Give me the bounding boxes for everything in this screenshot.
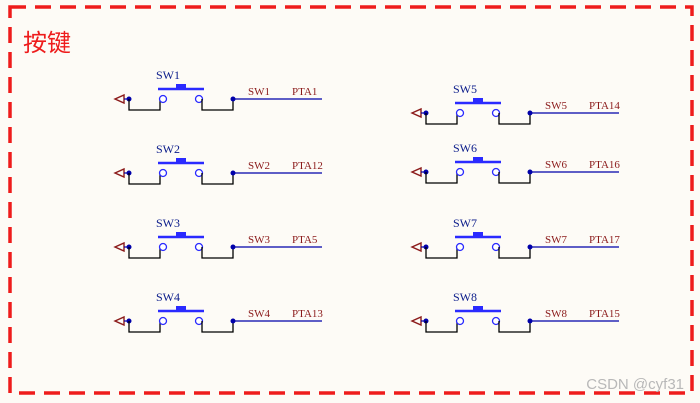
switch-5-port-label: PTA14 bbox=[589, 100, 620, 112]
switch-8-left-lead bbox=[425, 321, 458, 333]
switch-4-left-lead bbox=[128, 321, 161, 333]
switch-8-net-label: SW8 bbox=[545, 308, 568, 320]
switch-6-left-lead bbox=[425, 172, 458, 184]
region-border bbox=[8, 5, 694, 395]
switch-1-designator: SW1 bbox=[156, 68, 180, 82]
switch-1-left-lead bbox=[128, 99, 161, 111]
switch-1-net-label: SW1 bbox=[248, 86, 270, 98]
switch-5-contact-left bbox=[455, 108, 465, 118]
switch-3-right-lead bbox=[201, 247, 234, 259]
switch-6-plunger-knob bbox=[473, 157, 483, 162]
switch-2-designator: SW2 bbox=[156, 142, 180, 156]
switch-3-net-label: SW3 bbox=[248, 234, 271, 246]
switch-2-net-label: SW2 bbox=[248, 160, 270, 172]
switch-1-plunger-knob bbox=[176, 84, 186, 89]
switch-3-contact-left bbox=[158, 242, 168, 252]
switch-5-plunger-knob bbox=[473, 98, 483, 103]
watermark: CSDN @cyf31 bbox=[586, 376, 684, 393]
switch-7-net-label: SW7 bbox=[545, 234, 568, 246]
switch-8-right-lead bbox=[498, 321, 531, 333]
switch-8-plunger-knob bbox=[473, 306, 483, 311]
switch-2-left-lead bbox=[128, 173, 161, 185]
switch-1-port-label: PTA1 bbox=[292, 86, 317, 98]
switch-6-contact-left bbox=[455, 167, 465, 177]
switch-3-plunger-knob bbox=[176, 232, 186, 237]
region-title: 按键 bbox=[23, 29, 71, 57]
switch-6-right-lead bbox=[498, 172, 531, 184]
switch-8-designator: SW8 bbox=[453, 290, 477, 304]
switch-5-net-label: SW5 bbox=[545, 100, 568, 112]
switch-8-port-label: PTA15 bbox=[589, 308, 620, 320]
switch-2-plunger-knob bbox=[176, 158, 186, 163]
switch-4-designator: SW4 bbox=[156, 290, 180, 304]
switch-4-contact-left bbox=[158, 316, 168, 326]
switch-6-designator: SW6 bbox=[453, 141, 477, 155]
switch-4-right-lead bbox=[201, 321, 234, 333]
switch-6-port-label: PTA16 bbox=[589, 159, 620, 171]
switch-3-port-label: PTA5 bbox=[292, 234, 318, 246]
switch-7-contact-left bbox=[455, 242, 465, 252]
switch-5-designator: SW5 bbox=[453, 82, 477, 96]
switch-4-plunger-knob bbox=[176, 306, 186, 311]
switch-1-right-lead bbox=[201, 99, 234, 111]
switch-5-left-lead bbox=[425, 113, 458, 125]
switch-3-left-lead bbox=[128, 247, 161, 259]
switch-2-port-label: PTA12 bbox=[292, 160, 323, 172]
switch-8-contact-left bbox=[455, 316, 465, 326]
switch-7-port-label: PTA17 bbox=[589, 234, 620, 246]
switch-2-contact-left bbox=[158, 168, 168, 178]
switch-1-contact-left bbox=[158, 94, 168, 104]
switch-4-port-label: PTA13 bbox=[292, 308, 323, 320]
switch-6-net-label: SW6 bbox=[545, 159, 568, 171]
switch-7-right-lead bbox=[498, 247, 531, 259]
switch-7-plunger-knob bbox=[473, 232, 483, 237]
switch-5-right-lead bbox=[498, 113, 531, 125]
switch-4-net-label: SW4 bbox=[248, 308, 271, 320]
switch-7-designator: SW7 bbox=[453, 216, 477, 230]
switch-3-designator: SW3 bbox=[156, 216, 180, 230]
switch-7-left-lead bbox=[425, 247, 458, 259]
switch-2-right-lead bbox=[201, 173, 234, 185]
